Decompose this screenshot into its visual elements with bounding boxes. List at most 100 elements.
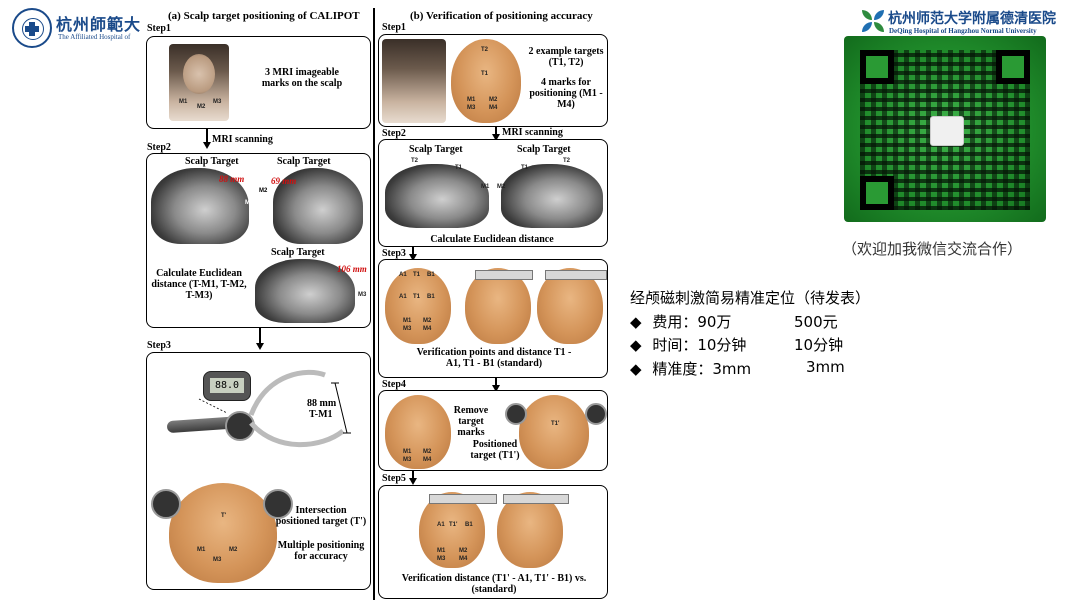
caliper-arm bbox=[198, 369, 351, 448]
mark-a1: A1 bbox=[399, 272, 407, 278]
mark-m4-s4: M4 bbox=[423, 457, 432, 463]
info-value-1: 10分钟 bbox=[697, 336, 747, 354]
panel-b-step3-text: Verification points and distance T1 - A1… bbox=[416, 347, 572, 369]
right-logo-title: 杭州师范大学附属德清医院 bbox=[888, 11, 1056, 27]
mark-m2-s4: M2 bbox=[423, 449, 432, 455]
arrow-down-icon-2 bbox=[256, 343, 264, 350]
head-top-view-b1 bbox=[451, 39, 521, 123]
mark-m1-s5: M1 bbox=[437, 548, 446, 554]
arrow-down-icon bbox=[203, 142, 211, 149]
mark-m1-s4: M1 bbox=[403, 449, 412, 455]
mark-m2-mri: M2 bbox=[259, 188, 268, 194]
qr-finder-bottom-left bbox=[860, 176, 894, 210]
mark-tp: T' bbox=[221, 513, 227, 519]
mri-sagittal-2 bbox=[273, 168, 363, 244]
mark-m2-s5: M2 bbox=[459, 548, 468, 554]
head-top-view-b3-2 bbox=[465, 268, 531, 344]
panel-b-step1-box: T2 T1 M1 M2 M3 M4 2 example targets (T1,… bbox=[378, 34, 608, 127]
arrow-down-icon-b4 bbox=[409, 478, 417, 485]
info-value-2: 500元 bbox=[794, 313, 838, 331]
right-logo-subtitle: DeQing Hospital of Hangzhou Normal Unive… bbox=[889, 27, 1037, 35]
connector-line-2 bbox=[259, 328, 261, 344]
mri-sagittal-b1 bbox=[385, 164, 489, 228]
connector-line-b4 bbox=[412, 471, 414, 478]
panel-b-step1-label: Step1 bbox=[382, 22, 406, 33]
head-top-view-b3-3 bbox=[537, 268, 603, 344]
mark-t1-mri: T1 bbox=[455, 165, 463, 171]
distance-label-3: 106 mm bbox=[337, 264, 367, 274]
info-value-2: 3mm bbox=[806, 358, 845, 376]
mark-m1-head: M1 bbox=[197, 547, 206, 553]
mark-m1-mri: M1 bbox=[245, 200, 254, 206]
connector-line bbox=[206, 129, 208, 143]
mark-t1-s3: T1 bbox=[413, 272, 421, 278]
info-value-1: 3mm bbox=[712, 360, 752, 378]
panel-a-mri-arrow-label: MRI scanning bbox=[212, 134, 273, 145]
mark-m3: M3 bbox=[213, 99, 222, 105]
mark-m1-mri-b: M1 bbox=[481, 184, 490, 190]
panel-a-step3-label: Step3 bbox=[147, 340, 171, 351]
mark-m3-s3: M3 bbox=[403, 326, 412, 332]
head-top-view bbox=[169, 483, 277, 583]
head-top-view-b5-2 bbox=[497, 492, 563, 568]
connector-line-b2 bbox=[412, 247, 414, 254]
qr-caption: （欢迎加我微信交流合作） bbox=[842, 240, 1023, 258]
mark-m3-s4: M3 bbox=[403, 457, 412, 463]
mark-t1-s3-2: T1 bbox=[413, 294, 421, 300]
left-logo-title: 杭州師範大 bbox=[56, 15, 142, 34]
info-row-time: ◆ 时间：10分钟 10分钟 bbox=[630, 334, 930, 356]
head-top-view-b4-2 bbox=[519, 395, 589, 469]
diamond-bullet-icon: ◆ bbox=[630, 360, 642, 378]
panel-a-step1-text: 3 MRI imageable marks on the scalp bbox=[261, 67, 343, 89]
info-label: 精准度： bbox=[652, 360, 713, 378]
mark-b1: B1 bbox=[427, 272, 435, 278]
positioned-target-text: Positioned target (T1') bbox=[470, 439, 520, 461]
mark-b1-s5: B1 bbox=[465, 522, 473, 528]
mark-m3-b: M3 bbox=[467, 105, 476, 111]
panel-a-step2-box: Scalp Target Scalp Target 88 mm 69 mm M1… bbox=[146, 153, 371, 328]
mri-sagittal-b2 bbox=[501, 164, 603, 228]
mark-m4-s3: M4 bbox=[423, 326, 432, 332]
scalp-target-label-b1: Scalp Target bbox=[409, 144, 463, 155]
head-top-view-b3-1 bbox=[385, 268, 451, 344]
mark-m2-s3: M2 bbox=[423, 318, 432, 324]
info-row-cost: ◆ 费用：90万 500元 bbox=[630, 311, 930, 333]
mark-m4-s5: M4 bbox=[459, 556, 468, 562]
mark-m2-head: M2 bbox=[229, 547, 238, 553]
scalp-target-label-2: Scalp Target bbox=[277, 156, 331, 167]
panel-b-step1-text2: 4 marks for positioning (M1 - M4) bbox=[529, 77, 603, 110]
distance-label-2: 69 mm bbox=[271, 176, 297, 186]
caliper-bar-b5-1 bbox=[429, 494, 497, 504]
left-logo: 杭州師範大 The Affiliated Hospital of bbox=[12, 8, 162, 48]
panel-b-step2-box: Scalp Target Scalp Target T2 T1 M1 M2 T1… bbox=[378, 139, 608, 247]
measure-text-2: T-M1 bbox=[309, 409, 333, 420]
panel-b-step5-label: Step5 bbox=[382, 473, 406, 484]
mark-m2: M2 bbox=[197, 104, 206, 110]
wechat-qr-code[interactable] bbox=[844, 36, 1046, 222]
scalp-target-label-1: Scalp Target bbox=[185, 156, 239, 167]
mark-m3-mri: M3 bbox=[358, 292, 367, 298]
info-title: 经颅磁刺激简易精准定位（待发表） bbox=[630, 289, 871, 307]
caliper-reading: 88.0 bbox=[210, 378, 244, 393]
diamond-bullet-icon: ◆ bbox=[630, 336, 642, 354]
info-value-1: 90万 bbox=[697, 313, 732, 331]
panel-divider bbox=[373, 8, 375, 600]
caliper-left-icon-b4 bbox=[505, 403, 527, 425]
distance-label-1: 88 mm bbox=[219, 174, 245, 184]
mark-t1p-s5: T1' bbox=[449, 522, 458, 528]
info-value-2: 10分钟 bbox=[794, 336, 844, 354]
mark-a1-2: A1 bbox=[399, 294, 407, 300]
mark-m4-b: M4 bbox=[489, 105, 498, 111]
intersection-text: Intersection positioned target (T') bbox=[275, 505, 367, 527]
panel-b-calc-text: Calculate Euclidean distance bbox=[430, 234, 554, 245]
mark-t1p: T1' bbox=[551, 421, 560, 427]
panel-b-title: (b) Verification of positioning accuracy bbox=[410, 10, 593, 22]
multiple-text: Multiple positioning for accuracy bbox=[277, 540, 365, 562]
info-label: 时间： bbox=[652, 336, 698, 354]
right-logo: 杭州师范大学附属德清医院 DeQing Hospital of Hangzhou… bbox=[858, 8, 1068, 38]
connector-line-b1 bbox=[495, 127, 497, 135]
connector-line-b3 bbox=[495, 378, 497, 386]
mark-m3-s5: M3 bbox=[437, 556, 446, 562]
scalp-target-label-3: Scalp Target bbox=[271, 247, 325, 258]
caliper-bar-1 bbox=[475, 270, 533, 280]
